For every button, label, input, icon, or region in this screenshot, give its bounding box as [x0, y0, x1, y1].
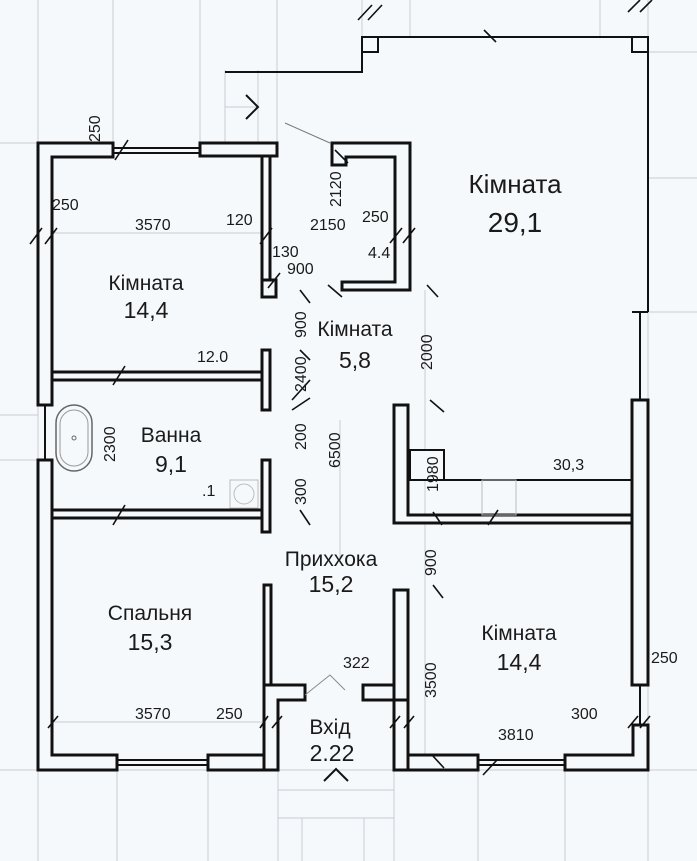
- dimension-label: 300: [571, 706, 598, 723]
- closet-area: 4.4: [368, 245, 390, 262]
- dimension-label: 3570: [135, 706, 171, 723]
- dimension-label: 2000: [419, 334, 436, 370]
- dimension-label: 200: [293, 423, 310, 450]
- stair-arrow-icon: [245, 94, 260, 120]
- wall-bottom-right-corner: [563, 723, 650, 772]
- sink-icon: [229, 479, 259, 509]
- dimension-label: 322: [343, 655, 370, 672]
- room-name: Прихxока: [285, 548, 378, 571]
- dimension-label: 6500: [327, 432, 344, 468]
- kitchen-sink-icon: [481, 479, 517, 516]
- wall-bottom: [206, 753, 267, 772]
- door-swing: [284, 122, 331, 144]
- dimension-label: 120: [226, 212, 253, 229]
- dimension-label: 250: [216, 706, 243, 723]
- dimension-label: 130: [272, 244, 299, 261]
- dimension-label: 2120: [328, 171, 345, 207]
- room-area: 15,2: [309, 571, 354, 597]
- wall-right: [630, 398, 650, 687]
- wall-vestibule-left: [262, 683, 307, 772]
- dimension-label: 3570: [135, 217, 171, 234]
- room-area: 9,1: [155, 451, 187, 477]
- dimension-ticks: [29, 0, 653, 776]
- entry-arrow-icon: [323, 767, 349, 782]
- wall-outer-left-lower: [36, 458, 119, 772]
- dimension-label: 900: [293, 311, 310, 338]
- wall-bath-t: [260, 348, 272, 412]
- dimension-label: 250: [52, 197, 79, 214]
- wall-top: [198, 141, 279, 158]
- wall-bath-bottom: [50, 508, 264, 520]
- dimension-label: 900: [287, 261, 314, 278]
- dimension-label: 12.0: [197, 349, 228, 366]
- column: [631, 36, 649, 53]
- dimension-label: 3500: [423, 662, 440, 698]
- dimension-label: 900: [423, 549, 440, 576]
- room-area: 2.22: [310, 740, 355, 766]
- dimension-label: 3810: [498, 727, 534, 744]
- dimension-label: 1980: [425, 456, 442, 492]
- kitchen-area: 30,3: [553, 457, 584, 474]
- room-name: Кімната: [108, 272, 184, 295]
- wall-stub-closet: [260, 278, 278, 299]
- column: [361, 36, 379, 53]
- room-area: 29,1: [488, 207, 543, 238]
- dimension-label: 300: [293, 478, 310, 505]
- wall-partition: [260, 154, 272, 299]
- dimension-label: 2400: [293, 356, 310, 392]
- dimension-label: 250: [651, 650, 678, 667]
- room-name: Кімната: [317, 318, 393, 341]
- sink-bowl: [233, 483, 255, 505]
- wall-bath-top: [50, 370, 264, 382]
- room-name: Спальня: [108, 602, 192, 625]
- room-area: 14,4: [124, 297, 169, 323]
- room-name: Вхід: [309, 716, 350, 739]
- stove-icon: [409, 449, 445, 481]
- door-swing: [304, 674, 346, 696]
- bathtub-inner: [59, 409, 89, 467]
- dimension-label: 250: [87, 115, 104, 142]
- porch-outline: [225, 52, 363, 73]
- room-name: Кімната: [468, 169, 562, 199]
- dimension-label: 2300: [102, 426, 119, 462]
- dimension-label: .1: [202, 483, 215, 500]
- wall-outer-left: [36, 141, 115, 407]
- room-area: 5,8: [339, 347, 371, 373]
- room-area: 14,4: [497, 649, 542, 675]
- room-name: Ванна: [141, 424, 202, 447]
- wall-partition-left: [262, 583, 273, 687]
- dimension-label: 250: [362, 209, 389, 226]
- wall-vestibule-right: [361, 683, 410, 772]
- wall-bath-t2: [260, 458, 272, 534]
- bathtub-icon: [55, 404, 93, 472]
- dimension-label: 2150: [310, 217, 346, 234]
- room-area: 15,3: [128, 629, 173, 655]
- wall-closet: [330, 141, 412, 292]
- room-name: Кімната: [481, 622, 557, 645]
- drain-icon: [71, 435, 77, 441]
